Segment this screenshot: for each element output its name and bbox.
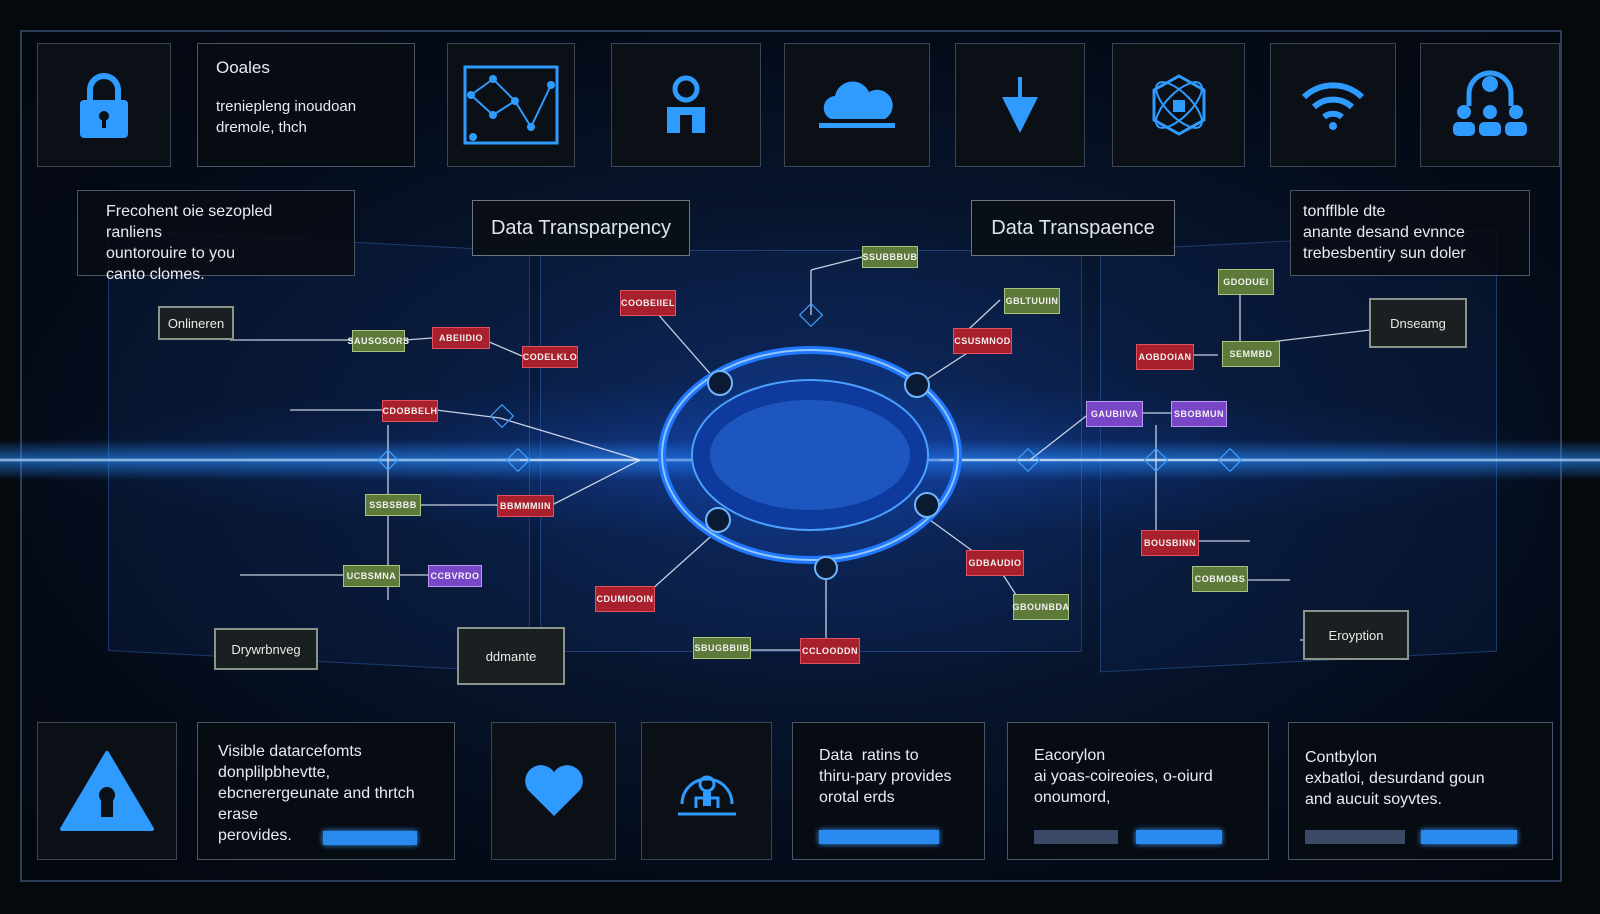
- node[interactable]: SSUBBBUB: [862, 246, 918, 268]
- node[interactable]: BBMMMIIN: [497, 495, 554, 517]
- node[interactable]: CDOBBELH: [382, 400, 438, 422]
- node[interactable]: SSBSBBB: [365, 494, 421, 516]
- node[interactable]: GBOUNBDA: [1013, 594, 1069, 620]
- node[interactable]: AOBDOIAN: [1136, 344, 1194, 370]
- people-tile[interactable]: [1420, 43, 1560, 167]
- node[interactable]: COOBEIIEL: [620, 290, 676, 316]
- title-right: Data Transpaence: [971, 200, 1175, 256]
- title-left: Data Transparpency: [472, 200, 690, 256]
- bottom-box-2-line2: thiru-pary provides: [819, 768, 952, 785]
- node[interactable]: GDODUEI: [1218, 269, 1274, 295]
- bottom-box-4: Contbylon exbatloi, desurdand goun and a…: [1288, 722, 1553, 860]
- bottom-box-1-line5: perovides.: [218, 827, 292, 844]
- right-note-line1: tonfflble dte: [1303, 203, 1386, 220]
- bottom-box-1-bar[interactable]: [323, 831, 417, 845]
- right-note-line3: trebesbentiry sun doler: [1303, 245, 1466, 262]
- node[interactable]: CCBVRDO: [428, 565, 482, 587]
- bottom-box-1-line1: Visible datarcefomts: [218, 743, 362, 760]
- node[interactable]: CSUSMNOD: [953, 328, 1012, 354]
- bottom-box-4-line1: Contbylon: [1305, 749, 1378, 766]
- wifi-icon: [1301, 82, 1365, 130]
- left-note-line3: canto clomes.: [106, 266, 205, 283]
- lock-icon: [80, 73, 128, 138]
- node[interactable]: COBMOBS: [1192, 566, 1248, 592]
- bottom-box-2-bar[interactable]: [819, 830, 939, 844]
- bottom-box-3-bar-dim: [1034, 830, 1118, 844]
- left-note-line2: ountorouire to you: [106, 245, 235, 262]
- bottom-box-4-line2: exbatloi, desurdand goun: [1305, 770, 1485, 787]
- node[interactable]: GAUBIIVA: [1086, 401, 1143, 427]
- user-shield-icon: [677, 775, 736, 816]
- network-tile[interactable]: [447, 43, 575, 167]
- node[interactable]: CODELKLO: [522, 346, 578, 368]
- node[interactable]: CDUMIOOIN: [595, 586, 655, 612]
- label-dnseamg[interactable]: Dnseamg: [1369, 298, 1467, 348]
- top-info-line2: dremole, thch: [216, 119, 307, 136]
- security-hex-icon: [1152, 74, 1205, 136]
- bottom-box-1-line4: erase: [218, 806, 259, 823]
- user-shield-tile[interactable]: [641, 722, 772, 860]
- bottom-box-3-line3: onoumord,: [1034, 789, 1111, 806]
- security-tile[interactable]: [1112, 43, 1245, 167]
- people-hierarchy-icon: [1453, 70, 1527, 136]
- right-note-line2: anante desand evnnce: [1303, 224, 1465, 241]
- top-info-box: Ooales treniepleng inoudoan dremole, thc…: [197, 43, 415, 167]
- cloud-icon: [819, 81, 895, 128]
- node[interactable]: SBUGBBIIB: [693, 637, 751, 659]
- bottom-box-2-line3: orotal erds: [819, 789, 895, 806]
- bottom-box-3-line2: ai yoas-coireoies, o-oiurd: [1034, 768, 1213, 785]
- bottom-box-3: Eacorylon ai yoas-coireoies, o-oiurd ono…: [1007, 722, 1269, 860]
- node[interactable]: SAUSOSORS: [348, 330, 409, 352]
- arrow-down-icon: [1002, 77, 1038, 133]
- node[interactable]: ABEIIDIO: [432, 327, 490, 349]
- warning-tile[interactable]: [37, 722, 177, 860]
- user-tile[interactable]: [611, 43, 761, 167]
- node[interactable]: GDBAUDIO: [966, 550, 1024, 576]
- label-ddmante[interactable]: ddmante: [457, 627, 565, 685]
- node[interactable]: UCBSMNA: [343, 565, 400, 587]
- left-note-line1: Frecohent oie sezopled ranliens: [106, 203, 273, 241]
- right-note-box: tonfflble dte anante desand evnnce trebe…: [1290, 190, 1530, 276]
- user-icon: [667, 75, 705, 133]
- bottom-box-1-line3: ebcnerergeunate and thrtch: [218, 785, 415, 802]
- cloud-tile[interactable]: [784, 43, 930, 167]
- node[interactable]: BOUSBINN: [1141, 530, 1199, 556]
- warning-lock-icon: [60, 751, 154, 831]
- label-onlineren[interactable]: Onlineren: [158, 306, 234, 340]
- label-drywrbnveg[interactable]: Drywrbnveg: [214, 628, 318, 670]
- bottom-box-3-line1: Eacorylon: [1034, 747, 1106, 764]
- arrow-tile[interactable]: [955, 43, 1085, 167]
- heart-tile[interactable]: [491, 722, 616, 860]
- bottom-box-4-line3: and aucuit soyvtes.: [1305, 791, 1442, 808]
- bottom-box-2: Data ratins to thiru-pary provides orota…: [792, 722, 985, 860]
- heart-icon: [524, 765, 583, 816]
- bottom-box-4-bar-dim: [1305, 830, 1405, 844]
- bottom-box-2-line1: Data ratins to: [819, 747, 919, 764]
- bottom-box-4-bar[interactable]: [1421, 830, 1517, 844]
- node[interactable]: CCLOODDN: [800, 638, 860, 664]
- top-info-line1: treniepleng inoudoan: [216, 98, 357, 115]
- node[interactable]: GBLTUUIIN: [1004, 288, 1060, 314]
- wifi-tile[interactable]: [1270, 43, 1396, 167]
- left-note-box: Frecohent oie sezopled ranliens ountorou…: [77, 190, 355, 283]
- node[interactable]: SEMMBD: [1222, 341, 1280, 367]
- bottom-box-3-bar[interactable]: [1136, 830, 1222, 844]
- node[interactable]: SBOBMUN: [1171, 401, 1227, 427]
- top-info-title: Ooales: [216, 58, 270, 77]
- network-icon: [463, 65, 559, 145]
- bottom-box-1: Visible datarcefomts donplilpbhevtte, eb…: [197, 722, 455, 860]
- bottom-box-1-line2: donplilpbhevtte,: [218, 764, 331, 781]
- label-eroyption[interactable]: Eroyption: [1303, 610, 1409, 660]
- lock-tile[interactable]: [37, 43, 171, 167]
